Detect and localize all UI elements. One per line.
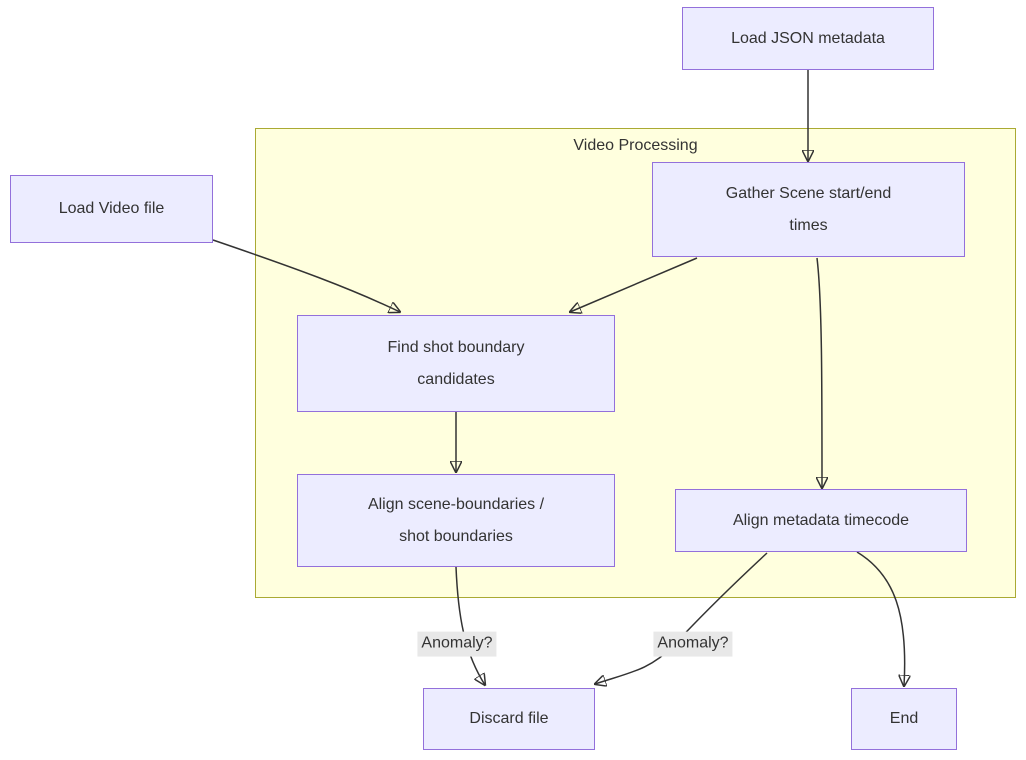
node-load-json-metadata: Load JSON metadata bbox=[682, 7, 934, 70]
subgraph-title: Video Processing bbox=[573, 137, 698, 154]
edge-label-anomaly-left: Anomaly? bbox=[417, 631, 497, 657]
node-align-metadata-timecode: Align metadata timecode bbox=[675, 489, 967, 552]
node-load-video-file: Load Video file bbox=[10, 175, 213, 243]
node-align-scene-shot-boundaries: Align scene-boundaries / shot boundaries bbox=[297, 474, 615, 567]
edge-label-anomaly-right: Anomaly? bbox=[653, 631, 733, 657]
node-find-shot-boundary-candidates: Find shot boundary candidates bbox=[297, 315, 615, 412]
node-gather-scene-times: Gather Scene start/end times bbox=[652, 162, 965, 257]
node-discard-file: Discard file bbox=[423, 688, 595, 750]
node-end: End bbox=[851, 688, 957, 750]
